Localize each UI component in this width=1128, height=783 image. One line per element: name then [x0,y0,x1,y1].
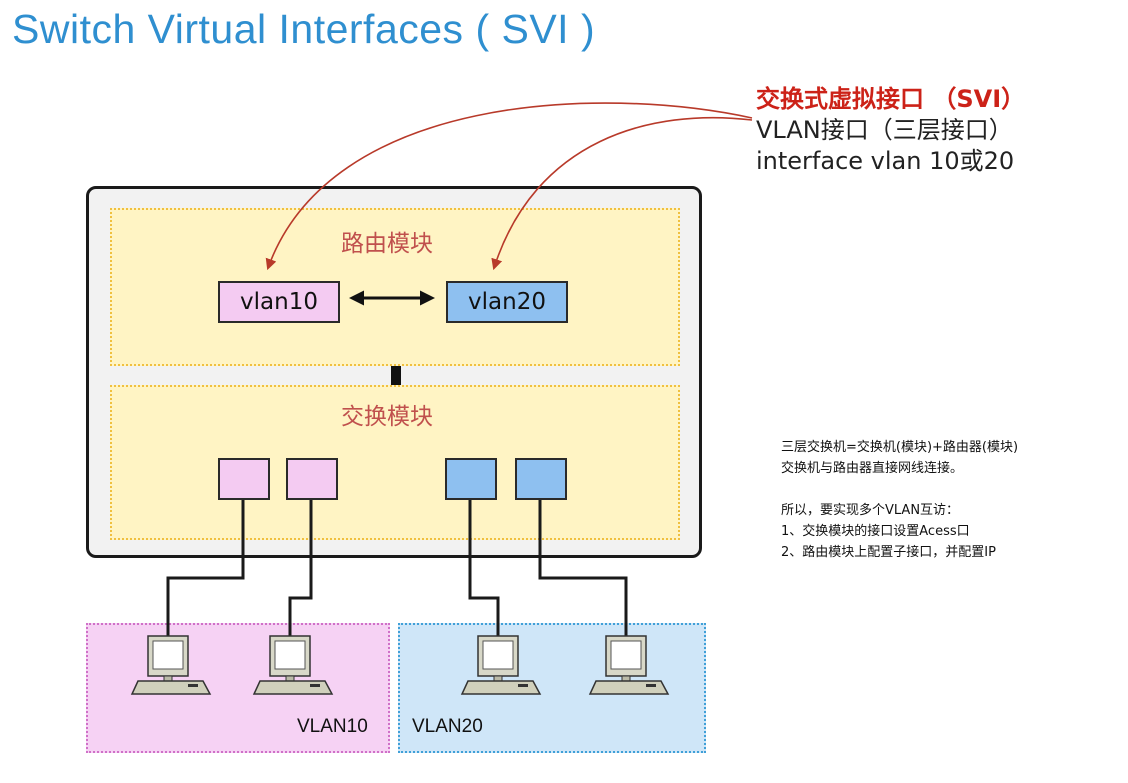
callout-arrow-vlan10 [265,102,753,271]
cables [166,500,628,640]
note-line: 三层交换机=交换机(模块)+路由器(模块) [781,440,1019,455]
callout-arrow-vlan20 [491,116,753,271]
cable-vlan10-1 [166,500,245,640]
callout-svi-name: 交换式虚拟接口 （SVI） [756,85,1026,113]
switch-port-vlan20-2 [515,458,567,500]
note-line: 交换机与路由器直接网线连接。 [781,461,964,476]
note-line [781,479,1018,500]
pc-icon [253,635,333,695]
switch-port-vlan20-1 [445,458,497,500]
routing-module-label: 路由模块 [341,231,433,257]
switch-port-vlan10-2 [286,458,338,500]
vlan10-interface: vlan10 [218,281,340,323]
callout-command: interface vlan 10或20 [756,147,1015,175]
pc-icon [589,635,669,695]
explanation-notes: 三层交换机=交换机(模块)+路由器(模块) 交换机与路由器直接网线连接。 所以，… [781,437,1018,563]
page-title: Switch Virtual Interfaces ( SVI ) [12,6,596,52]
module-connector [391,366,401,385]
switching-module [110,385,680,540]
svi-callout: 交换式虚拟接口 （SVI） VLAN接口（三层接口） interface vla… [756,84,1025,177]
note-line: 2、路由模块上配置子接口，并配置IP [781,545,996,560]
switch-port-vlan10-1 [218,458,270,500]
vlan10-zone-label: VLAN10 [297,716,368,737]
note-line: 所以，要实现多个VLAN互访： [781,503,960,518]
vlan20-zone-label: VLAN20 [412,716,483,737]
pc-icon [131,635,211,695]
cable-vlan20-1 [468,500,500,640]
callout-vlan-interface: VLAN接口（三层接口） [756,116,1013,144]
routing-module [110,208,680,366]
pc-icon [461,635,541,695]
cable-vlan10-2 [288,500,313,640]
note-line: 1、交换模块的接口设置Acess口 [781,524,970,539]
switching-module-label: 交换模块 [341,404,433,430]
vlan20-interface: vlan20 [446,281,568,323]
cable-vlan20-2 [538,500,628,640]
